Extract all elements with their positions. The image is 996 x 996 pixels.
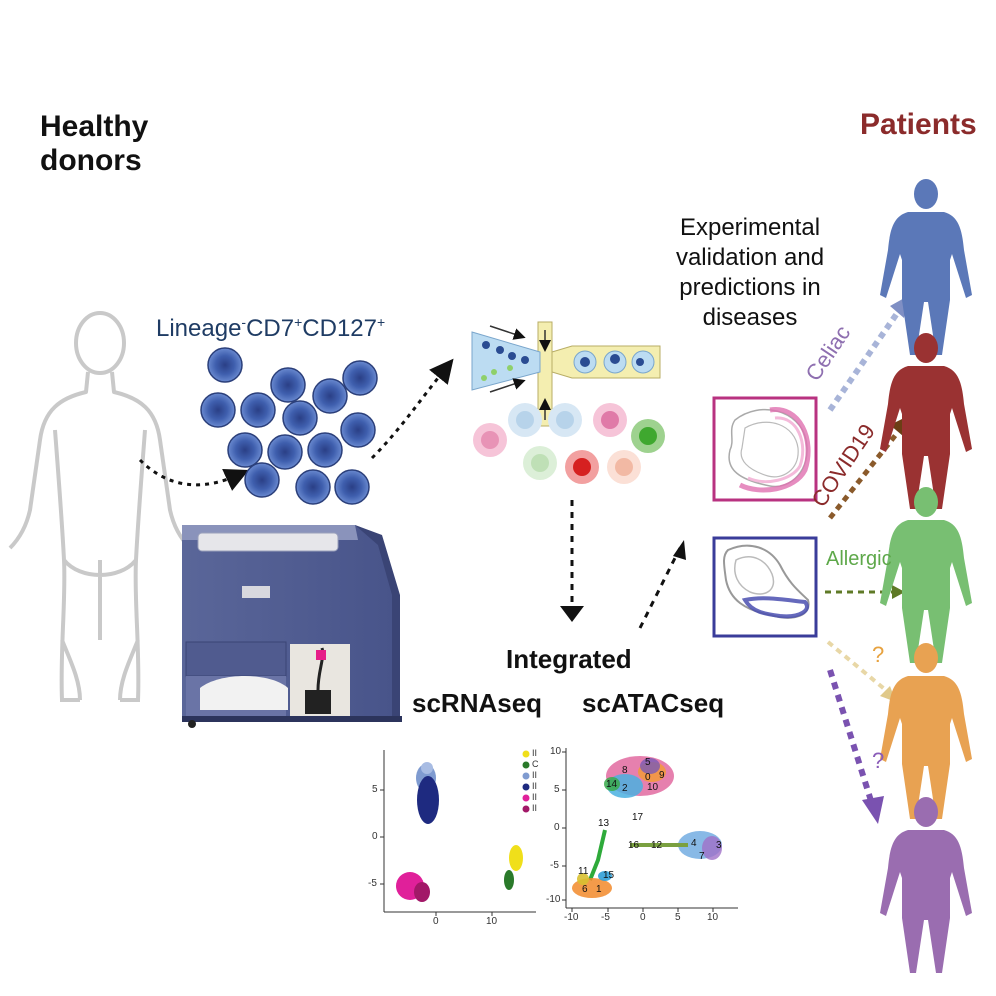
scatac-cluster-label: 6 (582, 884, 588, 895)
unknown-label-1: ? (872, 642, 885, 667)
cell (295, 469, 331, 505)
cell (240, 392, 276, 428)
scatac-cluster-label: 16 (628, 840, 640, 851)
scrnaseq-label: scRNAseq (412, 688, 543, 718)
scatac-xtick-neg5: -5 (601, 912, 610, 923)
scatac-cluster-label: 10 (647, 782, 659, 793)
patient-figure-blue (880, 179, 972, 355)
healthy-title-line1: Healthy (40, 110, 149, 143)
scatac-cluster-label: 8 (622, 765, 628, 776)
arrow-to-validation (638, 547, 682, 629)
microfluidics-chip (471, 321, 661, 427)
scatac-cluster-label: 5 (645, 757, 651, 768)
scatac-cluster-label: 1 (596, 884, 602, 895)
scatac-xtick-0: 0 (640, 912, 646, 923)
scrna-ytick-5: 5 (372, 784, 378, 795)
scatac-cluster-label: 4 (691, 838, 697, 849)
experimental-validation-text: Experimental validation and predictions … (675, 214, 825, 331)
scatac-cluster-label: 13 (598, 818, 610, 829)
scatac-ytick-neg10: -10 (546, 894, 561, 905)
cell (282, 400, 318, 436)
cell (200, 392, 236, 428)
cell (334, 469, 370, 505)
scrna-ytick-neg5: -5 (368, 878, 377, 889)
scatac-cluster-label: 15 (603, 870, 615, 881)
lineage-sup2: + (294, 314, 303, 330)
scatac-ytick-0: 0 (554, 822, 560, 833)
validation-panel-bottom (712, 536, 818, 638)
lineage-label: Lineage-CD7+CD127+ (156, 314, 385, 343)
healthy-title-line2: donors (40, 144, 142, 177)
cell (342, 360, 378, 396)
lineage-part1: Lineage (156, 315, 242, 342)
cell (244, 462, 280, 498)
cell (207, 347, 243, 383)
patients-title: Patients (860, 108, 977, 141)
scatac-xtick-10: 10 (707, 912, 719, 923)
single-cells (473, 403, 665, 484)
scatac-ytick-10: 10 (550, 746, 562, 757)
flow-cytometer-machine (182, 525, 402, 728)
scatac-cluster-label: 2 (622, 783, 628, 794)
arrow-donor-to-cells (138, 458, 249, 491)
scatac-cluster-label: 7 (699, 851, 705, 862)
scrna-legend-4: II (532, 781, 538, 791)
scatac-cluster-label: 9 (659, 770, 665, 781)
lineage-sup1: - (241, 314, 247, 330)
scatac-xtick-neg10: -10 (564, 912, 579, 923)
allergic-arrow (825, 585, 905, 599)
scrna-xtick-0: 0 (433, 916, 439, 927)
scrnaseq-umap (380, 750, 536, 916)
scrna-legend-5: II (532, 792, 538, 802)
cell (270, 367, 306, 403)
scrna-legend-3: II (532, 770, 538, 780)
cell (227, 432, 263, 468)
scatac-cluster-label: 12 (651, 840, 663, 851)
lineage-sup3: + (377, 314, 386, 330)
scrna-legend-2: C (532, 759, 539, 769)
cell (307, 432, 343, 468)
arrow-cells-to-microfluidics (370, 358, 454, 460)
scrna-legend-1: II (532, 748, 538, 758)
scatac-cluster-label: 11 (578, 866, 589, 877)
lineage-part2: CD7 (246, 315, 295, 342)
allergic-label: Allergic (826, 548, 892, 570)
scatac-xtick-5: 5 (675, 912, 681, 923)
unknown-label-2: ? (872, 748, 885, 773)
scrna-xtick-10: 10 (486, 916, 498, 927)
unknown-arrow-2 (827, 669, 884, 824)
healthy-donor-figure (8, 311, 192, 702)
scatac-ytick-neg5: -5 (550, 860, 559, 871)
scatac-cluster-label: 3 (716, 840, 722, 851)
patient-figure-purple (880, 797, 972, 973)
healthy-donors-title: Healthy donors (40, 110, 148, 178)
scatac-cluster-label: 0 (645, 772, 651, 783)
scrna-ytick-0: 0 (372, 831, 378, 842)
patient-figure-green (880, 487, 972, 663)
patient-figure-red (880, 333, 972, 509)
integrated-heading: Integrated (506, 644, 632, 674)
sorted-cells (200, 347, 378, 505)
scatac-cluster-label: 14 (606, 779, 618, 790)
validation-panel-top (712, 396, 818, 502)
scatac-cluster-label: 17 (632, 812, 644, 823)
scatacseq-umap (562, 748, 738, 912)
patient-figure-orange (880, 643, 972, 819)
arrow-down-head (560, 606, 584, 622)
unknown-arrow-1 (826, 640, 896, 702)
cell (312, 378, 348, 414)
cell (267, 434, 303, 470)
scrna-legend-6: II (532, 803, 538, 813)
scatac-ytick-5: 5 (554, 784, 560, 795)
arrow-to-validation-head (673, 540, 686, 560)
cell (340, 412, 376, 448)
scatacseq-label: scATACseq (582, 688, 725, 718)
lineage-part3: CD127 (302, 315, 378, 342)
